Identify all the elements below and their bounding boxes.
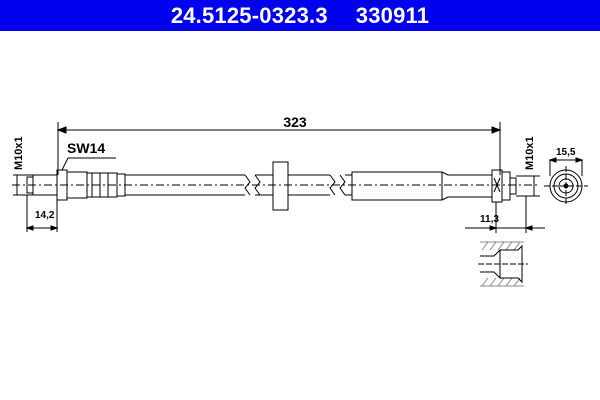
wrench-size-label: SW14 (67, 140, 105, 156)
part-number: 24.5125-0323.3 (170, 2, 328, 28)
right-thread-label: M10x1 (524, 136, 536, 170)
overall-length-label: 323 (283, 114, 307, 130)
left-fitting-length-label: 14,2 (35, 210, 55, 221)
reference-number: 330911 (355, 2, 430, 28)
right-fitting-length-label: 11,3 (480, 214, 499, 225)
left-thread-label: M10x1 (13, 136, 25, 170)
title-bar: 24.5125-0323.3 330911 (0, 0, 600, 31)
end-view-diameter-label: 15,5 (556, 147, 576, 158)
